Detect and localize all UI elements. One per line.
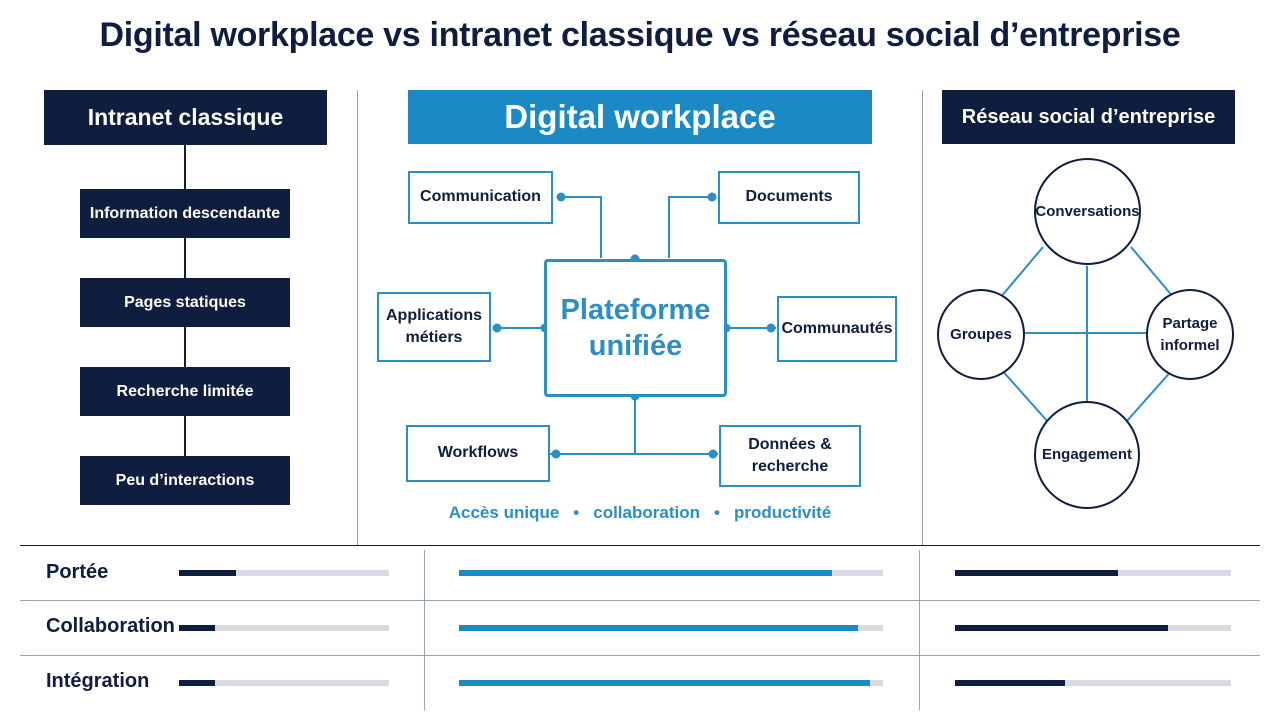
satellite-applications: Applications métiers	[377, 292, 491, 362]
intranet-item: Peu d’interactions	[80, 456, 290, 505]
tagline-separator: •	[713, 503, 720, 522]
metric-label: Intégration	[46, 670, 150, 692]
connector-dot	[492, 323, 502, 333]
donnees-line-2: recherche	[751, 458, 829, 475]
column-divider-left	[357, 90, 358, 545]
table-divider	[20, 600, 1260, 601]
metric-bar-fill	[179, 625, 215, 631]
metric-bar-fill	[955, 680, 1066, 686]
metric-bar-rse	[955, 570, 1231, 576]
intranet-item: Information descendante	[80, 189, 290, 238]
satellite-communication: Communication	[408, 171, 553, 224]
metric-label: Collaboration	[46, 615, 175, 637]
center-line-1: Plateforme	[560, 293, 711, 326]
metric-bar-fill	[459, 680, 871, 686]
table-column-divider	[424, 550, 425, 710]
network-link	[1125, 367, 1175, 423]
metric-bar-workplace	[459, 680, 883, 686]
rse-header: Réseau social d’entreprise	[942, 90, 1235, 144]
connector-dot	[556, 192, 566, 202]
node-groupes: Groupes	[937, 289, 1025, 380]
metric-bar-fill	[459, 625, 858, 631]
workplace-tagline: Accès unique • collaboration • productiv…	[408, 500, 872, 526]
metric-bar-fill	[955, 570, 1118, 576]
connector-dot	[708, 449, 718, 459]
metric-label: Portée	[46, 561, 109, 583]
tagline-part: Accès unique	[448, 503, 560, 522]
metric-bar-intranet	[179, 680, 389, 686]
metric-bar-workplace	[459, 570, 883, 576]
metric-bar-intranet	[179, 570, 389, 576]
metric-bar-fill	[955, 625, 1168, 631]
center-line-2: unifiée	[588, 330, 683, 362]
metric-bar-rse	[955, 680, 1231, 686]
tagline-separator: •	[573, 503, 580, 522]
applications-line-2: métiers	[405, 329, 463, 346]
metric-bar-fill	[179, 680, 215, 686]
tagline-part: productivité	[733, 503, 832, 522]
network-link	[1130, 246, 1175, 299]
partage-line-2: informel	[1160, 336, 1220, 354]
table-divider	[20, 655, 1260, 656]
metric-bar-fill	[459, 570, 833, 576]
node-conversations: Conversations	[1034, 158, 1141, 265]
network-link	[999, 367, 1049, 423]
workplace-header: Digital workplace	[408, 90, 872, 144]
satellite-donnees: Données & recherche	[719, 425, 861, 487]
satellite-workflows: Workflows	[406, 425, 550, 482]
network-link	[999, 246, 1044, 299]
connector-dot	[707, 192, 717, 202]
satellite-documents: Documents	[718, 171, 860, 224]
intranet-header: Intranet classique	[44, 90, 327, 145]
connector-dot	[766, 323, 776, 333]
unified-platform-box: Plateforme unifiée	[544, 259, 727, 397]
satellite-communautes: Communautés	[777, 296, 897, 362]
intranet-item: Recherche limitée	[80, 367, 290, 416]
metric-bar-intranet	[179, 625, 389, 631]
partage-line-1: Partage	[1162, 314, 1218, 332]
node-engagement: Engagement	[1034, 401, 1140, 509]
donnees-line-1: Données &	[748, 435, 832, 453]
page-title: Digital workplace vs intranet classique …	[99, 16, 1181, 54]
metric-bar-fill	[179, 570, 236, 576]
node-partage-informel: Partage informel	[1146, 289, 1234, 380]
intranet-item: Pages statiques	[80, 278, 290, 327]
column-divider-right	[922, 90, 923, 545]
applications-line-1: Applications	[385, 306, 482, 324]
connector-dot	[551, 449, 561, 459]
table-column-divider	[919, 550, 920, 710]
tagline-part: collaboration	[593, 503, 700, 522]
metric-bar-workplace	[459, 625, 883, 631]
metric-bar-rse	[955, 625, 1231, 631]
table-divider	[20, 545, 1260, 546]
